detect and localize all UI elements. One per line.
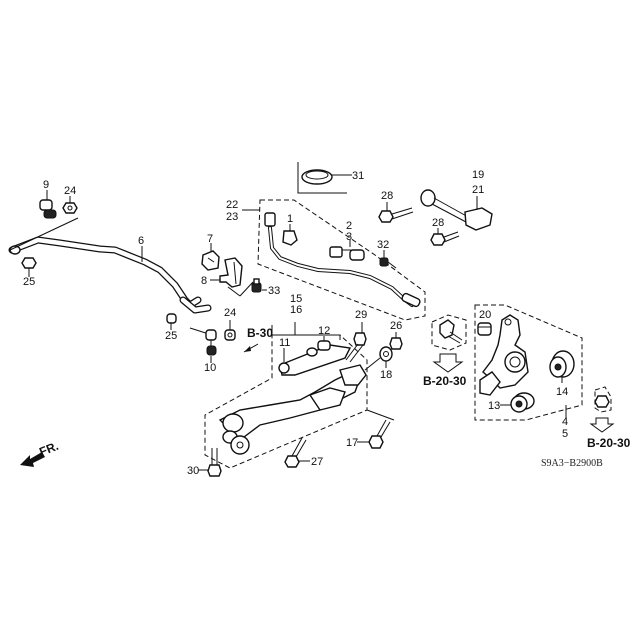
part-8-bushing-holder[interactable] bbox=[219, 257, 243, 288]
part-label-8[interactable]: 8 bbox=[201, 275, 207, 287]
part-label-1[interactable]: 1 bbox=[287, 213, 293, 225]
part-label-7[interactable]: 7 bbox=[207, 233, 213, 245]
reference-b2030-left[interactable]: B-20-30 bbox=[423, 374, 467, 388]
part-label-32[interactable]: 32 bbox=[377, 239, 389, 251]
trailing-arm[interactable] bbox=[218, 364, 367, 455]
part-label-25a[interactable]: 25 bbox=[23, 276, 35, 288]
part-label-10[interactable]: 10 bbox=[204, 362, 216, 374]
part-18-washer[interactable] bbox=[379, 346, 393, 362]
part-26-nut[interactable] bbox=[389, 337, 403, 350]
part-31-seal[interactable] bbox=[301, 169, 333, 185]
leader-line bbox=[227, 286, 241, 297]
front-direction-indicator: FR. bbox=[20, 439, 60, 467]
down-arrow-icon bbox=[589, 417, 615, 433]
leader-line bbox=[366, 409, 395, 421]
part-label-11[interactable]: 11 bbox=[279, 337, 290, 349]
lower-arm-group-outline bbox=[204, 334, 368, 469]
part-20-bushing[interactable] bbox=[477, 322, 492, 336]
part-1-clip[interactable] bbox=[282, 230, 298, 246]
part-label-15[interactable]: 15 bbox=[290, 293, 302, 305]
leader-line bbox=[239, 281, 254, 297]
part-label-4[interactable]: 4 bbox=[562, 416, 568, 428]
part-14-bushing[interactable] bbox=[549, 350, 575, 378]
part-32-bolt[interactable] bbox=[379, 257, 397, 269]
ball-joint-outline bbox=[431, 314, 467, 351]
part-24-nut[interactable] bbox=[224, 329, 236, 341]
diagram-code: S9A3−B2900B bbox=[541, 458, 603, 469]
part-9-bushing-holder[interactable] bbox=[39, 199, 57, 219]
part-label-30[interactable]: 30 bbox=[187, 465, 199, 477]
part-label-3[interactable]: 3 bbox=[346, 231, 352, 243]
front-arrow-icon bbox=[20, 452, 45, 467]
part-27-bolt[interactable] bbox=[284, 437, 307, 468]
part-label-13[interactable]: 13 bbox=[488, 400, 500, 412]
part-label-5[interactable]: 5 bbox=[562, 428, 568, 440]
part-28-bolt[interactable] bbox=[378, 207, 414, 223]
part-label-24a[interactable]: 24 bbox=[64, 185, 76, 197]
part-label-26[interactable]: 26 bbox=[390, 320, 402, 332]
part-label-22[interactable]: 22 bbox=[226, 199, 238, 211]
part-2-3-sensor[interactable] bbox=[329, 246, 365, 261]
sensor-group-outline bbox=[257, 199, 426, 321]
knuckle-group-outline bbox=[474, 304, 583, 421]
part-11-lower-arm-link[interactable] bbox=[278, 344, 352, 376]
part-12-bushing[interactable] bbox=[317, 340, 331, 351]
part-30-bolt[interactable] bbox=[207, 448, 222, 477]
part-label-9[interactable]: 9 bbox=[43, 179, 49, 191]
part-13-bushing[interactable] bbox=[510, 392, 535, 413]
part-label-31[interactable]: 31 bbox=[352, 170, 364, 182]
ref-nut[interactable] bbox=[594, 395, 610, 408]
part-label-2[interactable]: 2 bbox=[346, 220, 352, 232]
part-label-24b[interactable]: 24 bbox=[224, 307, 236, 319]
part-label-16[interactable]: 16 bbox=[290, 304, 302, 316]
reference-b30[interactable]: B-30 bbox=[247, 326, 273, 340]
part-label-19[interactable]: 19 bbox=[472, 169, 484, 181]
part-19-21-upper-arm[interactable] bbox=[420, 189, 493, 231]
part-label-27[interactable]: 27 bbox=[311, 456, 323, 468]
part-label-18[interactable]: 18 bbox=[380, 369, 392, 381]
part-28-bolt[interactable] bbox=[430, 231, 460, 246]
part-7-stabilizer-bushing[interactable] bbox=[201, 250, 220, 271]
part-33-bolt[interactable] bbox=[251, 278, 262, 293]
ball-joint[interactable] bbox=[439, 319, 463, 344]
part-24-nut[interactable] bbox=[62, 202, 78, 214]
stabilizer-bar[interactable] bbox=[8, 236, 212, 314]
reference-b2030-right[interactable]: B-20-30 bbox=[587, 436, 631, 450]
part-label-12[interactable]: 12 bbox=[318, 325, 330, 337]
part-label-29[interactable]: 29 bbox=[355, 309, 367, 321]
part-10-stabilizer-link[interactable] bbox=[189, 327, 217, 356]
part-label-23[interactable]: 23 bbox=[226, 211, 238, 223]
part-label-21[interactable]: 21 bbox=[472, 184, 484, 196]
front-label: FR. bbox=[37, 439, 60, 459]
arrow-icon bbox=[244, 346, 251, 352]
part-label-28b[interactable]: 28 bbox=[432, 217, 444, 229]
part-label-6[interactable]: 6 bbox=[138, 235, 144, 247]
part-label-28a[interactable]: 28 bbox=[381, 190, 393, 202]
rear-knuckle[interactable] bbox=[479, 314, 529, 396]
part-label-25b[interactable]: 25 bbox=[165, 330, 177, 342]
part-25-nut[interactable] bbox=[166, 313, 177, 324]
part-25-nut[interactable] bbox=[21, 257, 37, 269]
part-label-17[interactable]: 17 bbox=[346, 437, 358, 449]
speed-sensor-harness[interactable] bbox=[264, 212, 421, 308]
down-arrow-icon bbox=[432, 353, 464, 373]
part-29-bolt[interactable] bbox=[345, 332, 367, 363]
leader-line bbox=[364, 357, 381, 371]
part-label-14[interactable]: 14 bbox=[556, 386, 568, 398]
leader-line bbox=[9, 217, 79, 251]
nut-ref-outline bbox=[594, 386, 612, 413]
bracket-line bbox=[297, 162, 347, 194]
part-label-33[interactable]: 33 bbox=[268, 285, 280, 297]
part-label-20[interactable]: 20 bbox=[479, 309, 491, 321]
part-17-bolt[interactable] bbox=[368, 419, 391, 449]
